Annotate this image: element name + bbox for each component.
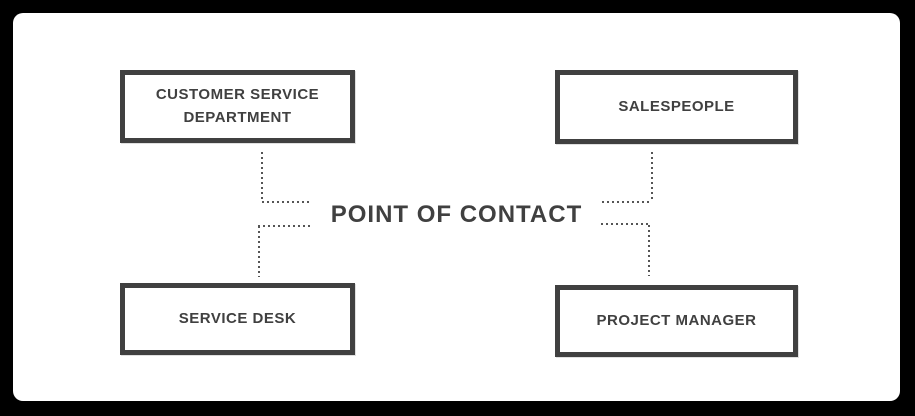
node-salespeople: SALESPEOPLE [555,70,798,144]
connector-project-manager-horizontal [601,223,648,225]
node-label: PROJECT MANAGER [596,311,757,329]
node-label: CUSTOMER SERVICE DEPARTMENT [155,86,320,126]
diagram-title: POINT OF CONTACT [330,201,583,228]
node-label: SALESPEOPLE [618,97,735,115]
node-project-manager: PROJECT MANAGER [555,285,798,357]
connector-project-manager-vertical [648,225,650,276]
connector-service-desk-vertical [258,226,260,277]
diagram-panel: CUSTOMER SERVICE DEPARTMENT SALESPEOPLE … [13,13,900,401]
node-service-desk: SERVICE DESK [120,283,355,355]
connector-customer-service-horizontal [262,201,311,203]
connector-service-desk-horizontal [258,225,312,227]
connector-salespeople-vertical [651,152,653,202]
connector-salespeople-horizontal [602,201,652,203]
connector-customer-service-vertical [261,152,263,202]
node-label: SERVICE DESK [178,309,297,327]
node-customer-service-department: CUSTOMER SERVICE DEPARTMENT [120,70,355,143]
